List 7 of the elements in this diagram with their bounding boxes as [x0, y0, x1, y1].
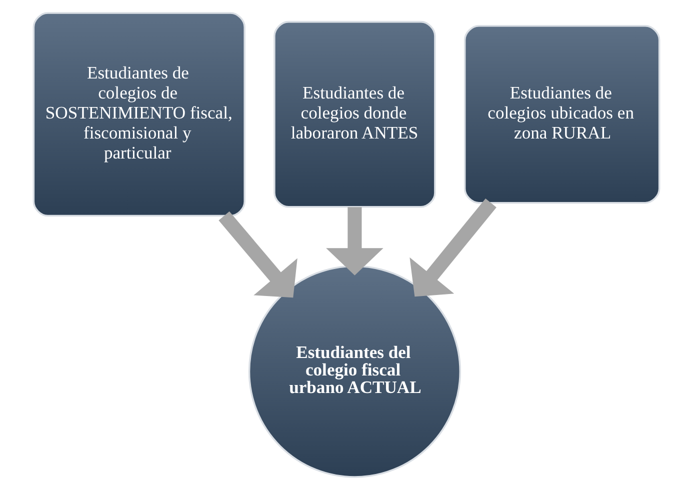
node-box: Estudiantes de colegios de SOSTENIMIENTO fiscal, fiscomisional y particular	[32, 12, 246, 217]
node-box: Estudiantes de colegios ubicados en zona RURAL	[464, 25, 660, 204]
arrow	[410, 198, 496, 297]
node-box: Estudiantes de colegios donde laboraron ANTES	[274, 20, 436, 208]
node-circle: Estudiantes del colegio fiscal urbano ACTUAL	[248, 265, 462, 478]
arrow	[326, 207, 384, 276]
arrow	[218, 211, 298, 298]
